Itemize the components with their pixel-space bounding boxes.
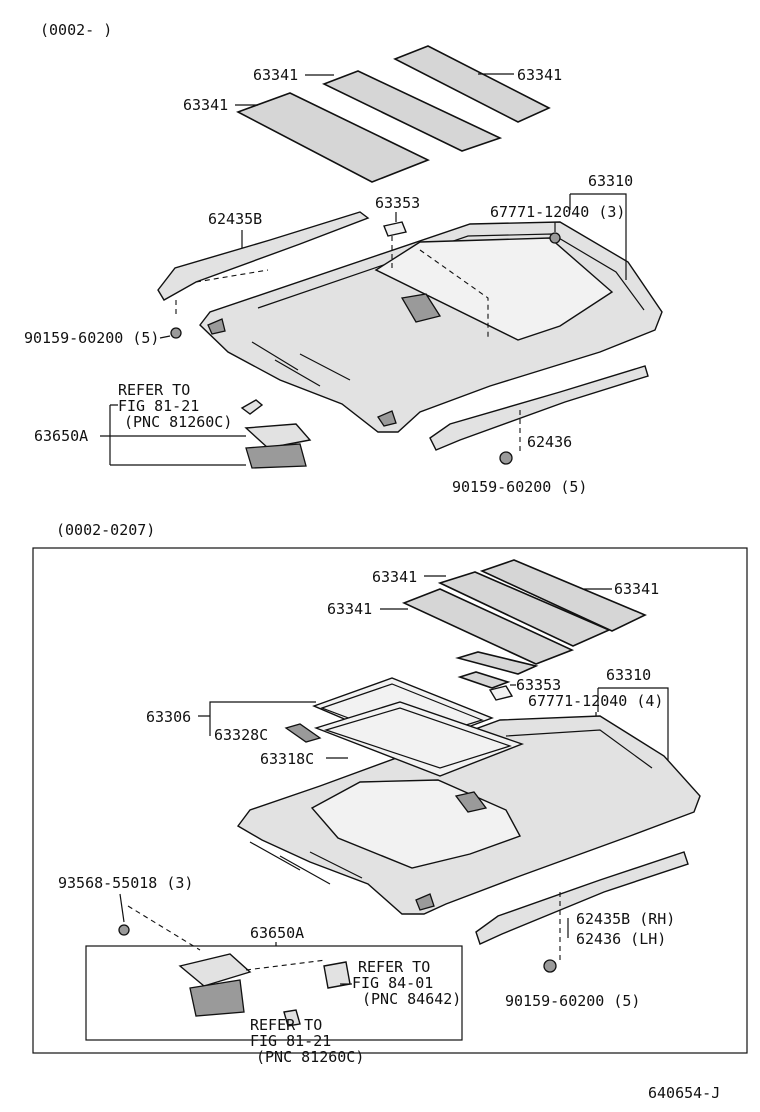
bottom-label-sunroof-trim: 63306	[146, 708, 191, 726]
bottom-pad	[488, 685, 514, 701]
top-date-range: (0002- )	[40, 21, 112, 39]
top-pad	[383, 221, 407, 237]
top-rail-right	[429, 365, 649, 451]
bottom-sunshade-strip-1	[455, 651, 539, 675]
bottom-rail	[475, 851, 689, 945]
bottom-refer-a-line3: (PNC 84642)	[362, 990, 461, 1008]
top-diagram: (0002- ) 63341 63341 63341 63310 67771-1…	[24, 21, 663, 496]
bottom-label-garnish: 63328C	[214, 726, 268, 744]
top-label-sunshade-a: 63341	[253, 66, 298, 84]
bottom-refer-b-line1: REFER TO	[250, 1016, 322, 1034]
top-label-screw-right: 90159-60200 (5)	[452, 478, 587, 496]
bottom-sunshade-panel-3	[479, 559, 647, 632]
bottom-refer-a-line1: REFER TO	[358, 958, 430, 976]
bottom-label-sunshade-b: 63341	[614, 580, 659, 598]
top-screw-right	[499, 451, 513, 465]
top-map-lamp-recess	[400, 293, 442, 323]
bottom-refer-a-line2: FIG 84-01	[352, 974, 433, 992]
bottom-map-lamp-recess	[454, 791, 488, 813]
bottom-garnish	[284, 723, 322, 743]
bottom-lamp-housing	[189, 979, 245, 1017]
top-sunshade-panel-2	[321, 70, 503, 152]
figure-code: 640654-J	[648, 1084, 720, 1102]
top-lamp-lens	[244, 423, 312, 449]
bottom-refer-b-line3: (PNC 81260C)	[256, 1048, 364, 1066]
top-refer-line2: FIG 81-21	[118, 397, 199, 415]
top-label-headlining: 63310	[588, 172, 633, 190]
bottom-label-weatherstrip: 63318C	[260, 750, 314, 768]
bottom-label-clip-part: 67771-12040 (4)	[528, 692, 663, 710]
bottom-weatherstrip	[313, 701, 525, 777]
bottom-label-rail-lh: 62436 (LH)	[576, 930, 666, 948]
bottom-sunshade-strip-2	[457, 671, 511, 689]
top-label-sunshade-b: 63341	[517, 66, 562, 84]
bottom-label-sunshade-a: 63341	[372, 568, 417, 586]
bottom-diagram: (0002-0207) 63341 63341 63341 63353 6331…	[32, 521, 748, 1066]
bottom-bulb	[283, 1009, 301, 1027]
bottom-label-rail-rh: 62435B (RH)	[576, 910, 675, 928]
top-label-rail-left: 62435B	[208, 210, 262, 228]
top-roof-opening	[374, 237, 614, 341]
top-bulb	[240, 399, 264, 415]
top-screw-left	[170, 327, 182, 339]
bottom-label-clip-left: 93568-55018 (3)	[58, 874, 193, 892]
top-label-lamp: 63650A	[34, 427, 88, 445]
top-clip	[549, 232, 561, 244]
top-refer-line1: REFER TO	[118, 381, 190, 399]
bottom-label-lamp: 63650A	[250, 924, 304, 942]
top-lamp-housing	[245, 443, 307, 469]
bottom-label-screw-right: 90159-60200 (5)	[505, 992, 640, 1010]
top-refer-line3: (PNC 81260C)	[124, 413, 232, 431]
top-label-sunshade-c: 63341	[183, 96, 228, 114]
top-sunshade-panel-3	[393, 45, 551, 123]
bottom-label-headlining: 63310	[606, 666, 651, 684]
bottom-clip-left	[118, 924, 130, 936]
bottom-screw-right	[543, 959, 557, 973]
top-label-screw-left: 90159-60200 (5)	[24, 329, 159, 347]
top-rail-left	[157, 211, 370, 301]
bottom-frame	[32, 547, 748, 1054]
top-label-pad: 63353	[375, 194, 420, 212]
bottom-sunshade-panel-1	[401, 588, 575, 665]
bottom-lamp-lens	[178, 953, 252, 987]
top-label-rail-right: 62436	[527, 433, 572, 451]
bottom-label-sunshade-c: 63341	[327, 600, 372, 618]
top-sunshade-panel-1	[236, 92, 430, 183]
bottom-lamp-box	[85, 945, 463, 1041]
top-label-clip-part: 67771-12040 (3)	[490, 203, 625, 221]
bottom-label-pad: 63353	[516, 676, 561, 694]
bottom-date-range: (0002-0207)	[56, 521, 155, 539]
bottom-refer-b-line2: FIG 81-21	[250, 1032, 331, 1050]
